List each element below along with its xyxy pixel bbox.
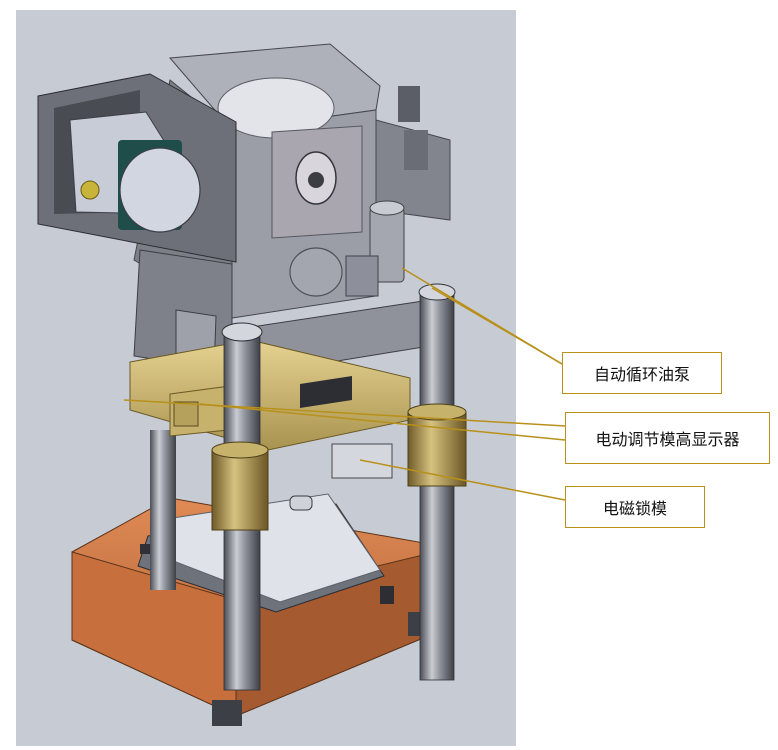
callout-mold-height-display: 电动调节模高显示器 (565, 412, 770, 464)
leader-line-mold-height-2 (199, 403, 566, 441)
callout-oil-pump: 自动循环油泵 (562, 352, 722, 394)
leader-lines (123, 267, 566, 501)
front-right-column (407, 283, 467, 681)
rear-guide-column (150, 430, 176, 590)
callout-electromagnetic-mold-lock-label: 电磁锁模 (602, 499, 667, 518)
leader-line-mold-height (123, 399, 566, 427)
mold-lock-pin (289, 495, 313, 511)
leader-line-mold-lock (359, 459, 566, 501)
callout-electromagnetic-mold-lock: 电磁锁模 (565, 486, 705, 528)
yellow-yoke (129, 339, 411, 451)
servo-motor (37, 73, 237, 263)
callout-mold-height-display-label: 电动调节模高显示器 (595, 430, 740, 449)
leader-line-oil-pump-2 (431, 287, 563, 365)
callout-oil-pump-label: 自动循环油泵 (593, 365, 690, 384)
front-left-column (211, 322, 269, 691)
oil-pump-unit (345, 200, 405, 297)
